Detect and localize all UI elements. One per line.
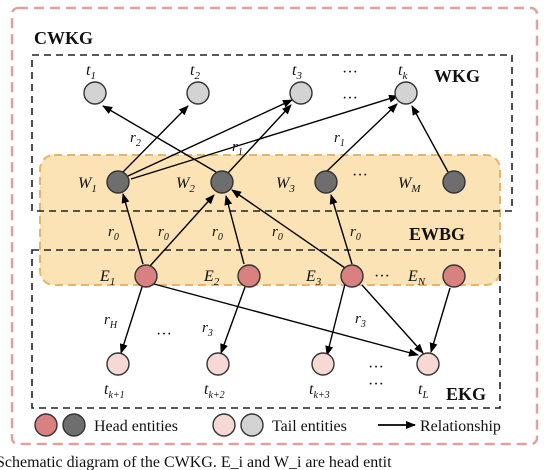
- rel-r1-right: r1: [334, 130, 345, 149]
- figure-caption: Schematic diagram of the CWKG. E_i and W…: [0, 454, 392, 470]
- node-tk2: [206, 352, 230, 376]
- node-tk1: [106, 352, 130, 376]
- node-wm: [442, 170, 466, 194]
- relation-labels: r2 r1 r1 r0 r0 r0 r0 r0 rH r3 r3: [104, 130, 366, 339]
- ewbg-band: [39, 154, 501, 286]
- label-wm: WM: [398, 175, 421, 195]
- label-e2: E2: [203, 268, 220, 288]
- label-e3: E3: [305, 268, 322, 288]
- cwkg-label: CWKG: [34, 28, 93, 48]
- legend-head-label: Head entities: [94, 418, 178, 435]
- node-tk3: [311, 352, 335, 376]
- label-tk2: tk+2: [204, 381, 225, 401]
- edge-e1-w1: [121, 193, 144, 265]
- ellipses: ··· ··· ··· ··· ··· ··· ···: [156, 64, 390, 393]
- ellipsis-e-row: ···: [374, 268, 390, 285]
- edge-w2-t1: [102, 105, 217, 173]
- edge-e1-tk1: [119, 286, 143, 354]
- node-w1: [106, 170, 130, 194]
- node-tl: [416, 352, 440, 376]
- legend-tail-gray-swatch: [240, 413, 264, 437]
- node-en: [442, 264, 466, 288]
- cwkg-outer-frame: [10, 6, 539, 446]
- ellipsis-t-row: ···: [342, 64, 358, 81]
- ekg-label: EKG: [446, 384, 486, 404]
- legend-tail-pink-swatch: [212, 413, 236, 437]
- edge-e3-tk3: [325, 283, 346, 356]
- edge-e2-tk2: [220, 286, 246, 354]
- label-en: EN: [407, 268, 426, 288]
- legend-head-gray-swatch: [62, 413, 86, 437]
- label-w3: W3: [276, 175, 295, 195]
- edge-w2-t3: [227, 104, 292, 174]
- label-e1: E1: [99, 268, 115, 288]
- rel-r3-right: r3: [355, 311, 366, 330]
- ellipsis-ekg-right-1: ···: [368, 359, 384, 376]
- label-t2: t2: [190, 62, 200, 82]
- node-w3: [314, 170, 338, 194]
- edge-e1-w2: [149, 194, 215, 267]
- nodes: [83, 81, 466, 376]
- edge-e1-tl: [153, 283, 419, 357]
- edge-w1-t3: [127, 99, 293, 177]
- legend: Head entities Tail entities Relationship: [34, 413, 501, 437]
- rel-r2: r2: [130, 130, 141, 149]
- node-e2: [237, 264, 261, 288]
- wkg-frame: [31, 54, 513, 212]
- label-tk: tk: [398, 62, 408, 82]
- legend-head-red-swatch: [34, 413, 58, 437]
- edge-e2-w2: [224, 195, 245, 265]
- rel-r3-left: r3: [202, 320, 213, 339]
- rel-r0-5: r0: [350, 224, 361, 243]
- edge-e3-tl: [361, 284, 424, 354]
- ewbg-label: EWBG: [409, 224, 465, 244]
- ekg-frame: [31, 249, 501, 409]
- edge-e3-w2: [231, 189, 346, 269]
- node-t3: [289, 81, 313, 105]
- edge-w1-t2: [122, 105, 189, 173]
- wkg-label: WKG: [434, 66, 480, 86]
- legend-tail-label: Tail entities: [272, 418, 347, 435]
- ellipsis-w-row: ···: [352, 167, 368, 184]
- rel-r0-3: r0: [212, 224, 223, 243]
- ellipsis-ekg-right-2: ···: [368, 376, 384, 393]
- edges: [102, 94, 451, 357]
- node-e1: [134, 264, 158, 288]
- node-tk: [394, 81, 418, 105]
- label-tk3: tk+3: [309, 381, 330, 401]
- rel-r1-left: r1: [232, 139, 243, 158]
- rel-rh: rH: [104, 312, 118, 331]
- label-t1: t1: [86, 62, 96, 82]
- edge-w3-tk: [325, 103, 398, 173]
- edge-e3-w3: [329, 194, 353, 265]
- node-t2: [186, 81, 210, 105]
- label-w2: W2: [176, 175, 195, 195]
- label-tl: tL: [418, 381, 429, 401]
- ellipsis-ekg-mid: ···: [156, 326, 172, 343]
- node-t1: [83, 81, 107, 105]
- edge-w1-tk: [130, 94, 399, 180]
- label-w1: W1: [78, 175, 97, 195]
- node-e3: [340, 264, 364, 288]
- rel-r0-4: r0: [272, 224, 283, 243]
- legend-relationship-label: Relationship: [420, 418, 501, 435]
- rel-r0-1: r0: [108, 224, 119, 243]
- edge-wm-tk: [411, 105, 449, 173]
- node-w2: [210, 170, 234, 194]
- label-t3: t3: [292, 62, 302, 82]
- label-tk1: tk+1: [104, 381, 125, 401]
- ellipsis-t-row-2: ···: [342, 90, 358, 107]
- rel-r0-2: r0: [158, 224, 169, 243]
- node-labels: t1 t2 t3 tk W1 W2 W3 WM E1 E2 E3 EN tk+1…: [78, 62, 429, 401]
- edge-en-tl: [429, 287, 451, 353]
